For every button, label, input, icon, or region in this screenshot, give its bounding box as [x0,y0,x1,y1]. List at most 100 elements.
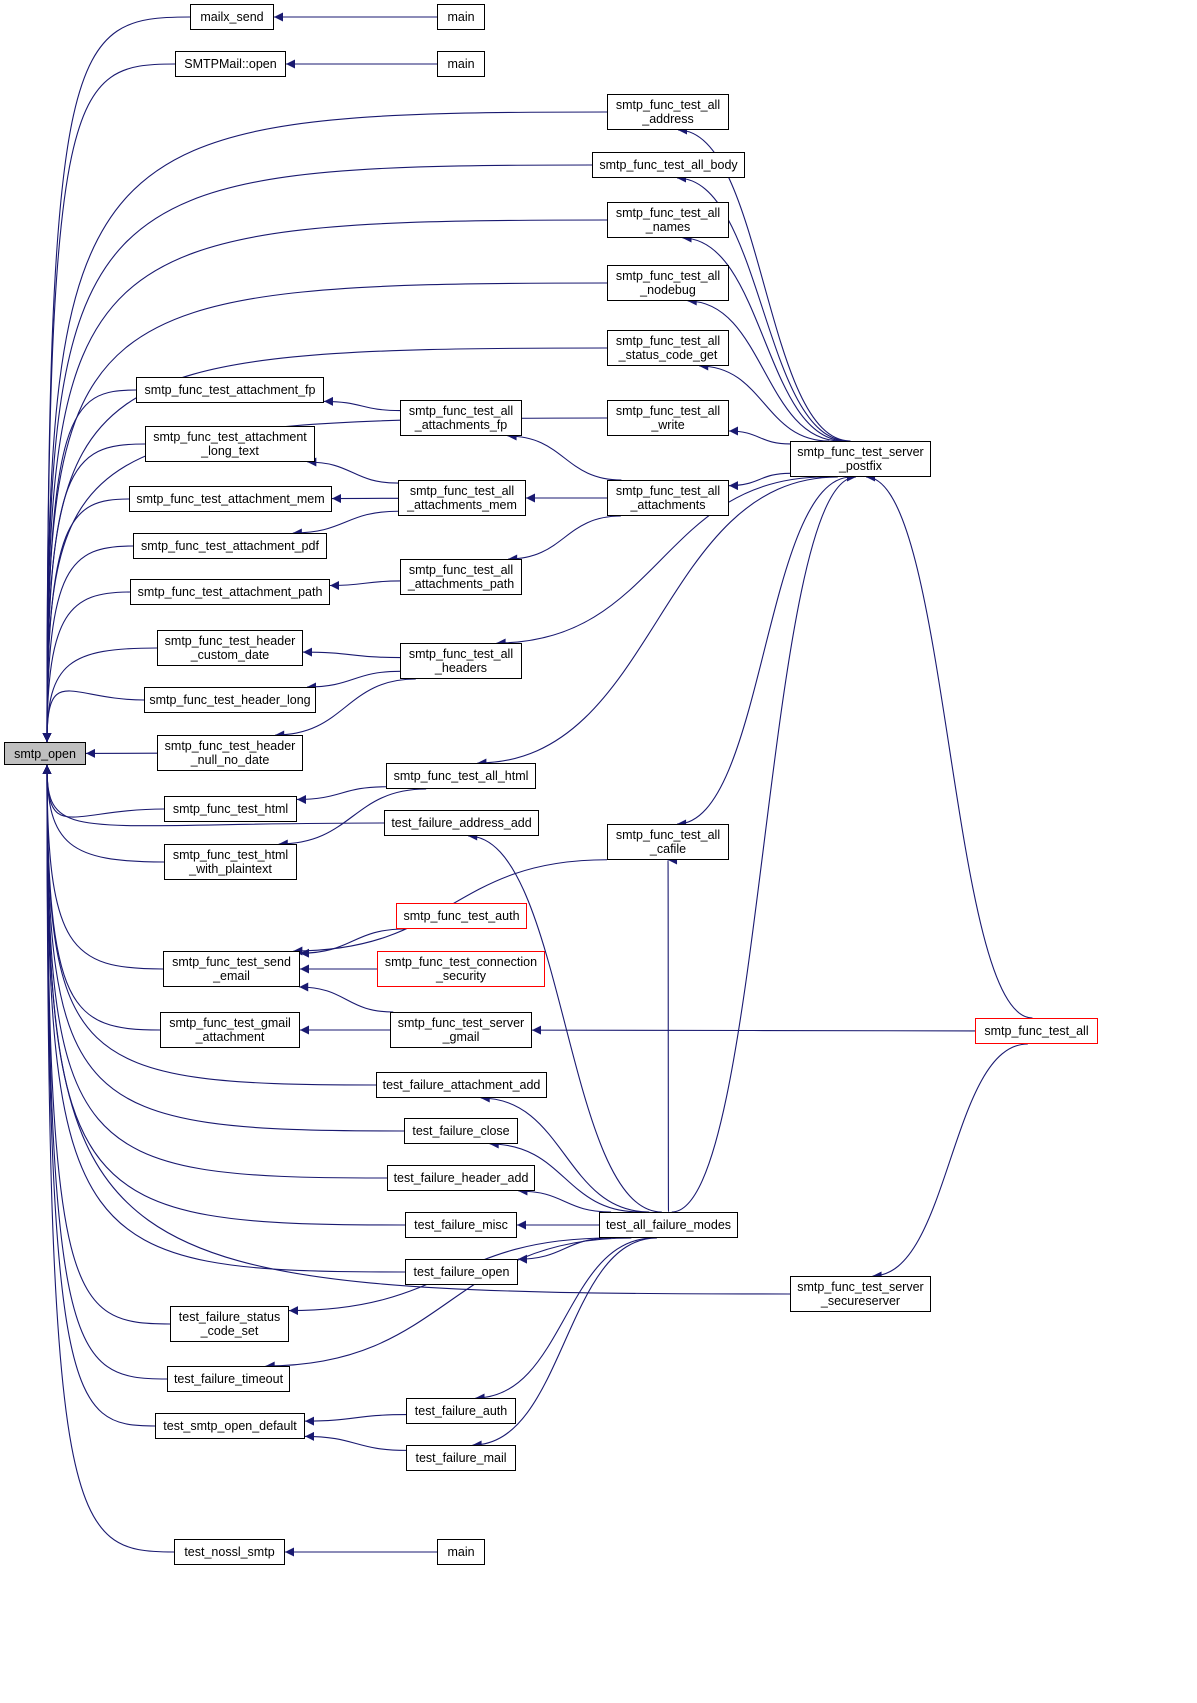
edge-t-attach-mem-to-smtp-open [42,498,130,743]
edge-tf-open-to-smtp-open [42,764,406,1273]
node-label: smtp_func_test_all _attachments_path [407,563,515,591]
node-t-hdr-long[interactable]: smtp_func_test_header_long [144,687,316,713]
node-label: smtp_func_test_all _nodebug [615,269,721,297]
edge-t-all-failure-to-tf-auth [475,1237,654,1403]
node-t-hdr-null[interactable]: smtp_func_test_header _null_no_date [157,735,303,771]
edge-t-server-postfix-to-t-all-names [682,233,847,442]
node-tf-status-set[interactable]: test_failure_status _code_set [170,1306,289,1342]
node-t-send-email[interactable]: smtp_func_test_send _email [163,951,300,987]
node-tf-close[interactable]: test_failure_close [404,1118,518,1144]
node-t-all-attach-mem[interactable]: smtp_func_test_all _attachments_mem [398,480,526,516]
node-t-attach-pdf[interactable]: smtp_func_test_attachment_pdf [133,533,327,559]
node-label: smtp_func_test_all _attachments_fp [408,404,514,432]
node-t-nossl[interactable]: test_nossl_smtp [174,1539,285,1565]
node-t-all-attach-fp[interactable]: smtp_func_test_all _attachments_fp [400,400,522,436]
node-main2[interactable]: main [437,51,485,77]
node-tf-address-add[interactable]: test_failure_address_add [384,810,539,836]
node-t-auth[interactable]: smtp_func_test_auth [396,903,527,929]
node-label: smtp_func_test_server _postfix [797,445,924,473]
node-label: smtp_func_test_send _email [172,955,291,983]
edge-t-all-to-t-server-postfix [866,472,1033,1019]
node-label: test_failure_address_add [391,816,532,830]
node-tf-auth[interactable]: test_failure_auth [406,1398,516,1424]
node-tf-misc[interactable]: test_failure_misc [405,1212,517,1238]
node-t-all-html[interactable]: smtp_func_test_all_html [386,763,536,789]
edge-tf-status-set-to-smtp-open [42,764,171,1325]
node-main3[interactable]: main [437,1539,485,1565]
node-mailx-send[interactable]: mailx_send [190,4,274,30]
node-t-all-cafile[interactable]: smtp_func_test_all _cafile [607,824,729,860]
node-label: SMTPMail::open [184,57,277,71]
edge-tf-mail-to-t-open-default [304,1431,407,1451]
node-t-all-nodebug[interactable]: smtp_func_test_all _nodebug [607,265,729,301]
edge-t-all-html-to-t-html [296,786,387,804]
node-t-server-secure[interactable]: smtp_func_test_server _secureserver [790,1276,931,1312]
node-label: smtp_func_test_all _attachments [615,484,721,512]
node-label: test_failure_close [412,1124,510,1138]
node-t-all-attach-path[interactable]: smtp_func_test_all _attachments_path [400,559,522,595]
edge-t-server-postfix-to-t-all-body [676,173,849,442]
node-t-conn-sec[interactable]: smtp_func_test_connection _security [377,951,545,987]
node-label: main [447,1545,475,1559]
node-label: smtp_open [14,746,76,761]
node-smtpmail-open[interactable]: SMTPMail::open [175,51,286,77]
node-tf-header-add[interactable]: test_failure_header_add [387,1165,535,1191]
node-t-all-body[interactable]: smtp_func_test_all_body [592,152,745,178]
node-t-html[interactable]: smtp_func_test_html [164,796,297,822]
node-label: smtp_func_test_all [984,1024,1089,1038]
edge-smtpmail-open-to-smtp-open [42,63,176,743]
edge-t-server-gmail-to-t-send-email [299,982,394,1013]
node-tf-mail[interactable]: test_failure_mail [406,1445,516,1471]
edge-t-server-secure-to-smtp-open [42,764,791,1295]
edge-t-server-postfix-to-t-all-attach [728,472,791,491]
node-label: test_failure_header_add [393,1171,529,1185]
node-t-all-names[interactable]: smtp_func_test_all _names [607,202,729,238]
edge-t-all-failure-to-tf-address-add [468,831,662,1213]
node-label: test_failure_open [413,1265,510,1279]
node-t-all-failure[interactable]: test_all_failure_modes [599,1212,738,1238]
edge-t-all-body-to-smtp-open [42,164,593,743]
node-t-attach-path[interactable]: smtp_func_test_attachment_path [130,579,330,605]
edge-t-server-postfix-to-t-all-address [677,125,851,442]
edge-t-all-attach-to-t-all-attach-path [508,515,621,564]
edge-t-attach-path-to-smtp-open [42,591,131,743]
node-tf-timeout[interactable]: test_failure_timeout [167,1366,290,1392]
node-tf-attach-add[interactable]: test_failure_attachment_add [376,1072,547,1098]
node-t-hdr-custom[interactable]: smtp_func_test_header _custom_date [157,630,303,666]
node-t-attach-mem[interactable]: smtp_func_test_attachment_mem [129,486,332,512]
node-t-all-status[interactable]: smtp_func_test_all _status_code_get [607,330,729,366]
edge-t-all-attach-mem-to-t-attach-pdf [292,510,399,538]
node-label: smtp_func_test_server _secureserver [797,1280,924,1308]
node-t-server-gmail[interactable]: smtp_func_test_server _gmail [390,1012,532,1048]
node-label: smtp_func_test_all _headers [408,647,514,675]
node-t-all[interactable]: smtp_func_test_all [975,1018,1098,1044]
node-t-attach-fp[interactable]: smtp_func_test_attachment_fp [136,377,324,403]
node-t-all-headers[interactable]: smtp_func_test_all _headers [400,643,522,679]
node-t-open-default[interactable]: test_smtp_open_default [155,1413,305,1439]
node-t-gmail-attach[interactable]: smtp_func_test_gmail _attachment [160,1012,300,1048]
edge-t-gmail-attach-to-smtp-open [42,764,161,1031]
node-t-all-write[interactable]: smtp_func_test_all _write [607,400,729,436]
edge-tf-close-to-smtp-open [42,764,405,1132]
node-label: mailx_send [200,10,264,24]
edge-t-all-to-t-server-gmail [531,1025,976,1035]
edge-t-send-email-to-smtp-open [42,764,164,970]
node-t-all-address[interactable]: smtp_func_test_all _address [607,94,729,130]
node-t-attach-long[interactable]: smtp_func_test_attachment _long_text [145,426,315,462]
node-label: test_failure_auth [414,1404,508,1418]
edge-t-hdr-custom-to-smtp-open [42,647,158,743]
edge-tf-auth-to-t-open-default [304,1414,407,1426]
node-t-html-plain[interactable]: smtp_func_test_html _with_plaintext [164,844,297,880]
node-tf-open[interactable]: test_failure_open [405,1259,518,1285]
node-label: smtp_func_test_all _address [615,98,721,126]
node-t-all-attach[interactable]: smtp_func_test_all _attachments [607,480,729,516]
node-main1[interactable]: main [437,4,485,30]
edge-t-all-attach-to-t-all-attach-fp [507,431,622,481]
node-t-server-postfix[interactable]: smtp_func_test_server _postfix [790,441,931,477]
edge-t-all-address-to-smtp-open [42,111,608,743]
node-smtp-open[interactable]: smtp_open [4,742,86,765]
edge-t-server-postfix-to-t-all-cafile [677,476,852,829]
edge-t-all-failure-to-tf-close [489,1139,640,1213]
